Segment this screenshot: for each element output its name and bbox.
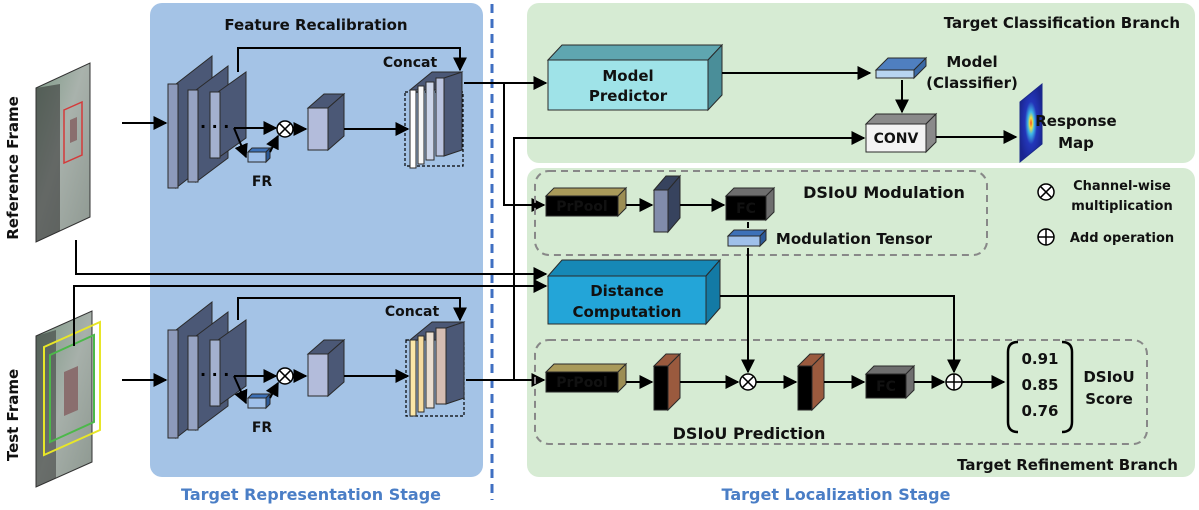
reference-frame-label: Reference Frame <box>4 96 22 240</box>
conv-label: CONV <box>874 131 919 147</box>
add-operation-legend-icon <box>1037 228 1055 246</box>
fc-block-modulation <box>724 186 776 222</box>
prpool-block-prediction <box>544 362 628 394</box>
add-op-prediction <box>945 373 963 391</box>
fc-label-modulation: FC <box>736 201 756 217</box>
modulation-connectors <box>626 198 749 228</box>
channel-multiply-op-bottom <box>276 367 294 385</box>
add-operation-legend-label: Add operation <box>1070 231 1174 246</box>
dsiou-modulation-title: DSIoU Modulation <box>803 183 965 202</box>
classification-connectors <box>722 66 1018 144</box>
representation-stage-label: Target Representation Stage <box>181 485 441 504</box>
channel-multiply-op-prediction <box>739 373 757 391</box>
fc-block-prediction <box>864 364 916 400</box>
fc-label-prediction: FC <box>876 379 896 395</box>
dsiou-score-label-2: Score <box>1085 390 1133 408</box>
modulation-tensor-label: Modulation Tensor <box>776 230 933 248</box>
channel-wise-legend-line2: multiplication <box>1071 199 1172 214</box>
dsiou-score-vector <box>1006 340 1074 434</box>
recalibrated-feature-bottom <box>306 338 346 398</box>
localization-stage-label: Target Localization Stage <box>722 485 951 504</box>
classifier-label-1: Model <box>946 53 997 71</box>
classifier-model-block <box>874 56 928 80</box>
test-frame-image <box>35 310 101 488</box>
response-map-label-2: Map <box>1058 134 1094 152</box>
prpool-label-prediction: PrPool <box>556 375 607 391</box>
test-frame-label: Test Frame <box>4 369 22 461</box>
top-branch-connectors <box>122 47 467 159</box>
modulation-feature-block <box>652 174 682 234</box>
prpool-block-modulation <box>544 186 628 218</box>
cross-stage-connectors <box>73 76 866 387</box>
response-map-label-1: Response <box>1035 112 1116 130</box>
channel-multiply-op-top <box>276 120 294 138</box>
dsiou-modulation-group <box>534 170 988 256</box>
response-map-image <box>1019 82 1043 164</box>
prediction-feature-block-1 <box>652 352 682 412</box>
refinement-branch-panel <box>527 168 1195 477</box>
prediction-feature-block-2 <box>796 352 826 412</box>
dsiou-prediction-group <box>534 339 1148 445</box>
distance-computation-block <box>546 258 722 326</box>
dsiou-score-3: 0.76 <box>1021 402 1058 420</box>
fr-label-bottom: FR <box>252 420 273 436</box>
dsiou-score-label-1: DSIoU <box>1083 368 1134 386</box>
prediction-connectors <box>626 248 1006 389</box>
fr-block-top <box>246 146 272 164</box>
bottom-branch-connectors <box>122 297 467 405</box>
recalibrated-feature-top <box>306 92 346 152</box>
channel-wise-legend-icon <box>1037 183 1055 201</box>
prpool-label-modulation: PrPool <box>556 199 607 215</box>
classification-branch-title: Target Classification Branch <box>944 14 1180 32</box>
fr-label-top: FR <box>252 174 273 190</box>
dsiou-prediction-title: DSIoU Prediction <box>673 424 826 443</box>
model-predictor-label-2: Predictor <box>589 87 668 105</box>
backbone-feature-stack-top: · · · <box>167 54 247 190</box>
backbone-feature-stack-bottom: · · · <box>167 300 247 440</box>
model-predictor-block <box>546 43 724 112</box>
modulation-tensor-block <box>726 228 768 248</box>
conv-block <box>864 112 938 154</box>
fr-block-bottom <box>246 392 272 410</box>
svg-text:· · ·: · · · <box>200 117 229 136</box>
distance-computation-label-1: Distance <box>590 282 664 300</box>
reference-frame-image <box>35 62 91 243</box>
channel-wise-legend-line1: Channel-wise <box>1073 179 1171 194</box>
dsiou-score-1: 0.91 <box>1021 350 1058 368</box>
concat-features-top <box>404 71 464 169</box>
svg-text:· · ·: · · · <box>200 365 229 384</box>
model-predictor-label-1: Model <box>602 67 653 85</box>
dsiou-score-2: 0.85 <box>1021 376 1058 394</box>
concat-label-bottom: Concat <box>385 304 440 320</box>
feature-recalibration-title: Feature Recalibration <box>224 16 407 34</box>
distance-computation-label-2: Computation <box>573 303 682 321</box>
concat-label-top: Concat <box>383 55 438 71</box>
refinement-branch-title: Target Refinement Branch <box>957 456 1178 474</box>
concat-features-bottom <box>405 321 466 417</box>
classifier-label-2: (Classifier) <box>926 74 1018 92</box>
